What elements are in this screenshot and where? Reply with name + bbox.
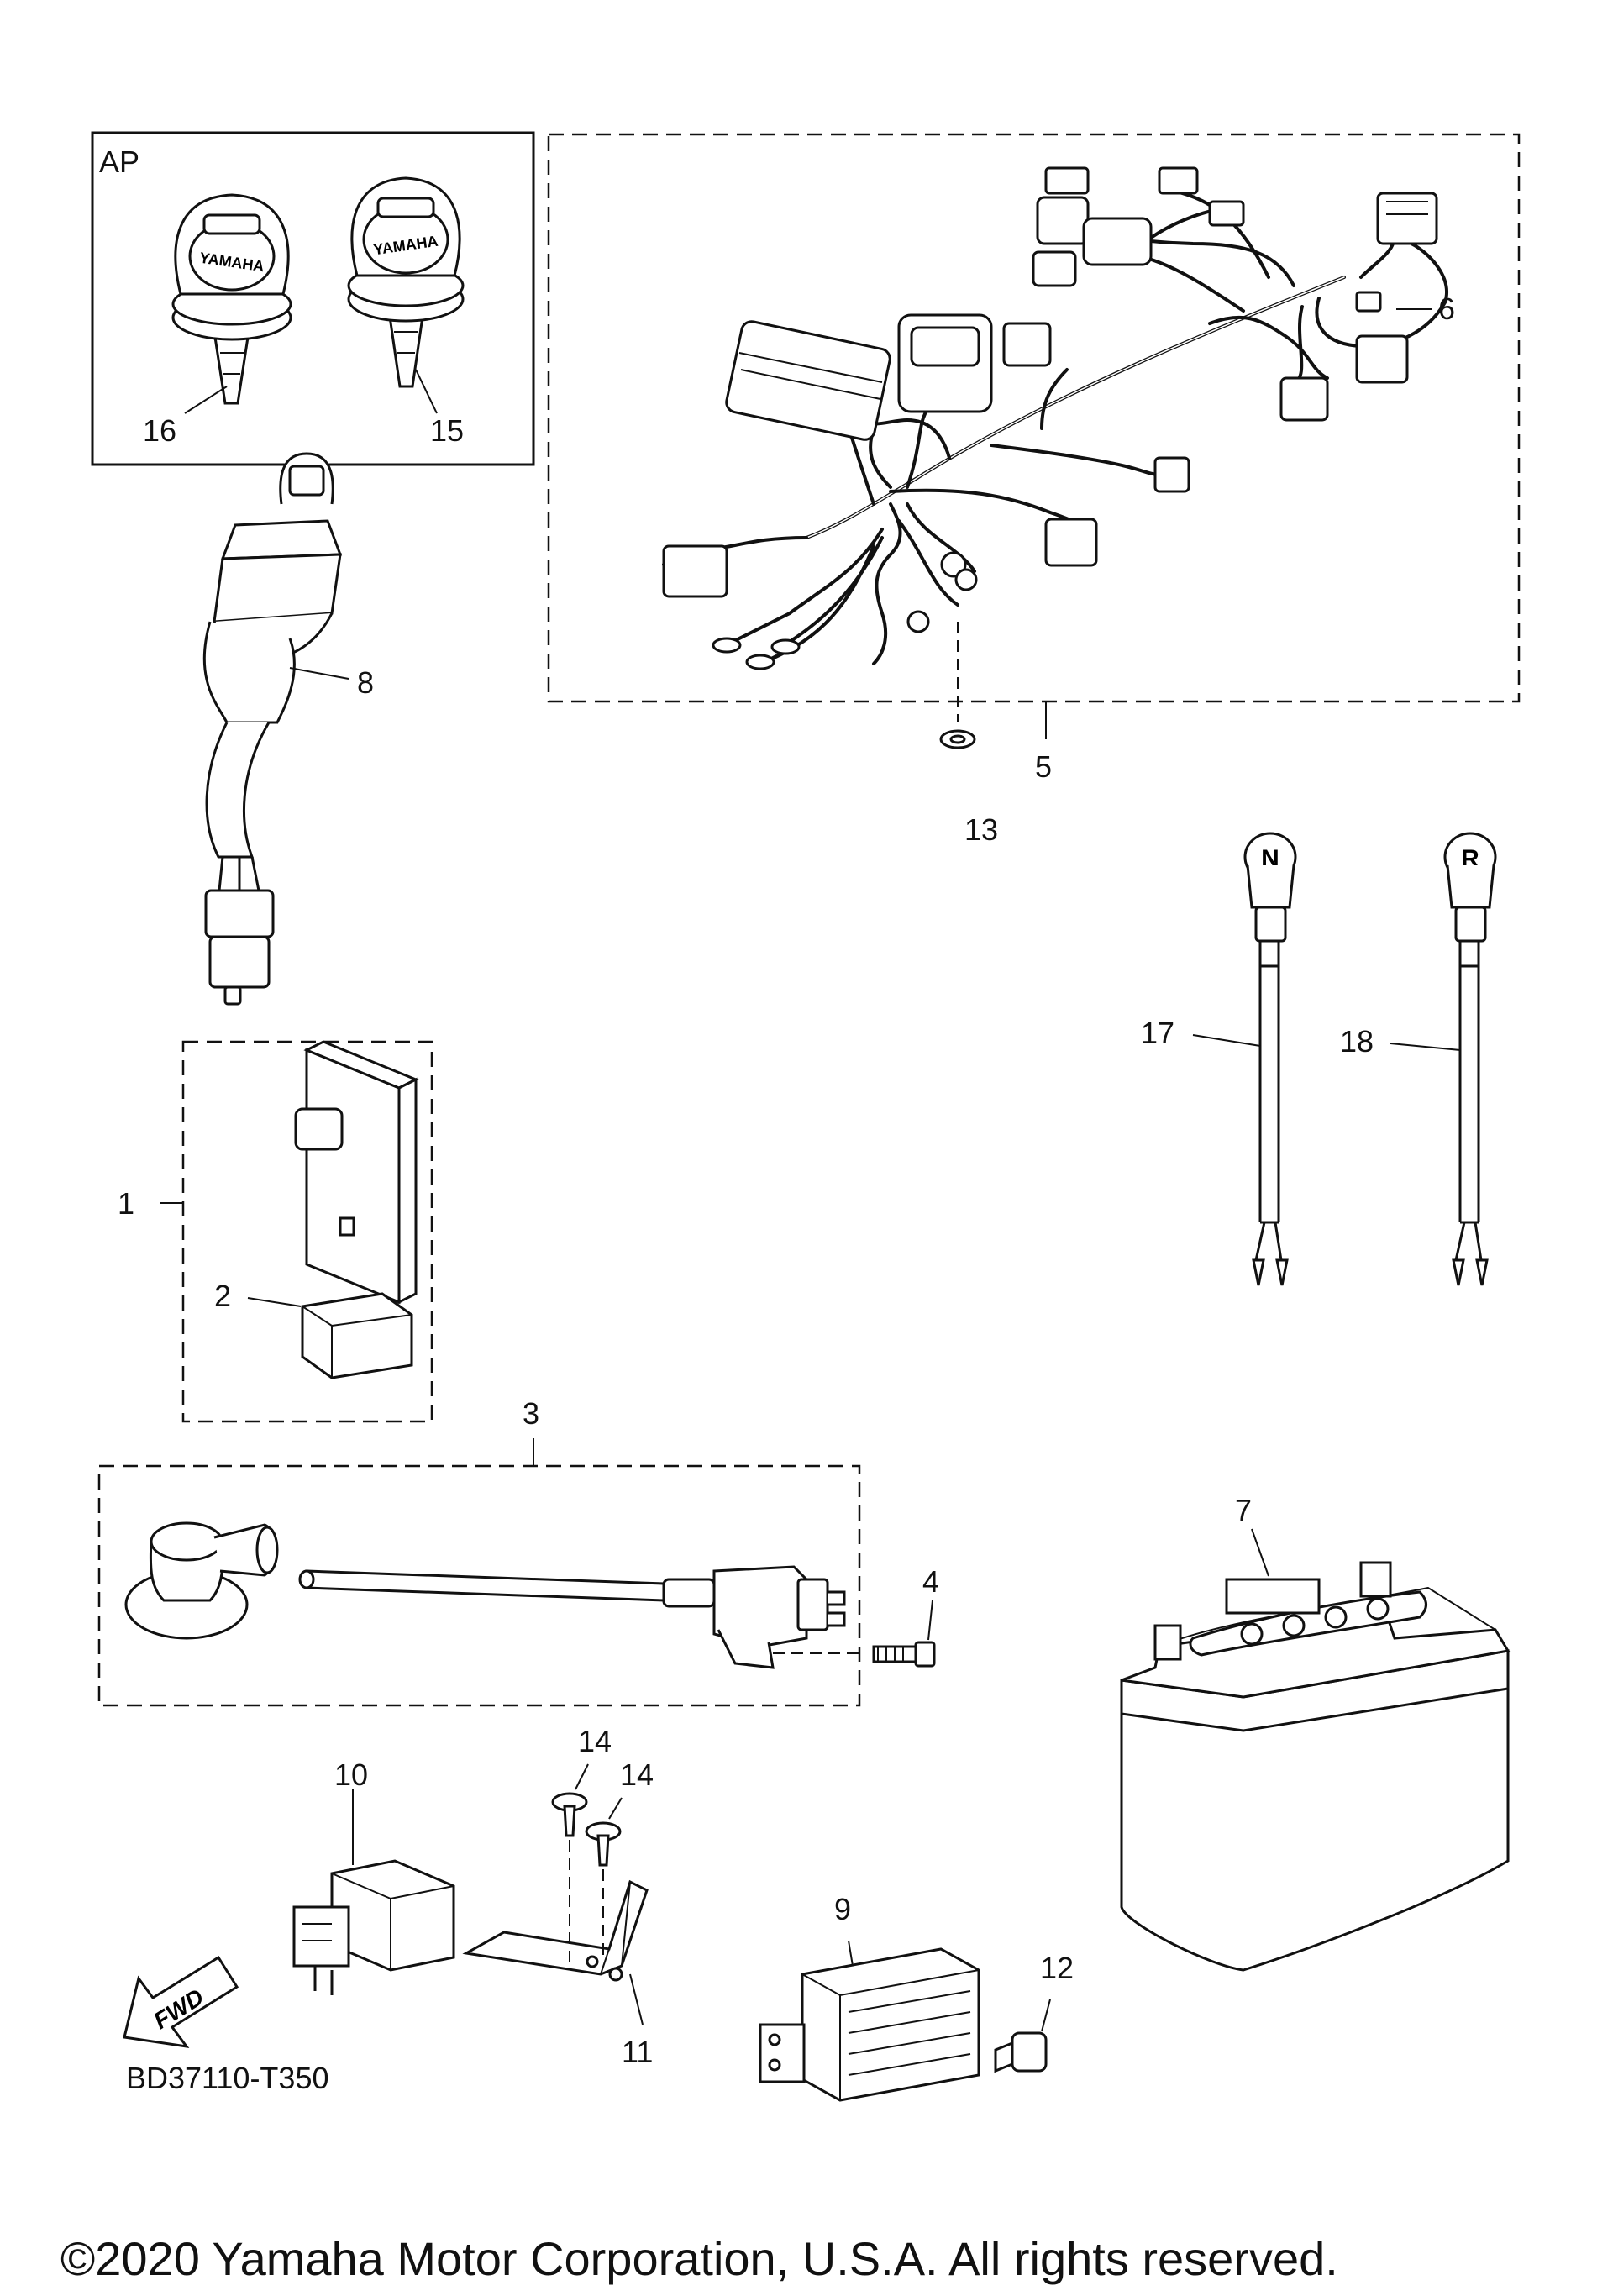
rectifier-9: 9	[759, 1892, 980, 2102]
callout-10: 10	[334, 1757, 368, 1792]
fuse-6	[1355, 291, 1382, 313]
key-16: YAMAHA	[171, 193, 292, 405]
diagram-code: BD37110-T350	[126, 2061, 329, 2095]
ignition-coil-group: 3 4	[97, 1396, 939, 1707]
callout-14-b: 14	[620, 1757, 654, 1792]
screw-14-b: 14	[585, 1757, 654, 1957]
callout-17: 17	[1141, 1016, 1174, 1050]
ignition-coil-3	[712, 1565, 808, 1648]
key-15: YAMAHA	[347, 176, 465, 388]
callout-16: 16	[143, 413, 176, 448]
fwd-arrow-icon: FWD	[123, 1955, 239, 2049]
callout-5: 5	[1035, 749, 1052, 784]
callout-2: 2	[214, 1279, 231, 1313]
ap-inset: AP YAMAHA YAMAHA 16 15	[91, 131, 535, 466]
wire-harness-group: 6 5 13	[547, 133, 1521, 847]
callout-1: 1	[118, 1186, 134, 1221]
neutral-switch-17: N 17	[1141, 832, 1297, 1286]
battery-7: 7	[1120, 1493, 1511, 1972]
coil-dashed-frame	[97, 1464, 861, 1707]
callout-18: 18	[1340, 1024, 1374, 1059]
high-tension-lead	[305, 1569, 665, 1602]
relay-10: 10	[292, 1757, 455, 1995]
cdi-dashed-frame	[181, 1040, 433, 1423]
callout-6: 6	[1438, 292, 1455, 326]
bracket-11: 11	[462, 1879, 653, 2069]
callout-4: 4	[922, 1564, 939, 1599]
ap-inset-label: AP	[99, 144, 139, 179]
main-switch-8: 8	[202, 452, 374, 1006]
harness-dashed-frame	[547, 133, 1521, 703]
callout-12: 12	[1040, 1951, 1074, 1985]
screw-14-a: 14	[551, 1724, 612, 1966]
cdi-unit-1	[305, 1048, 401, 1305]
harness-trunk	[805, 276, 1346, 539]
callout-7: 7	[1235, 1493, 1252, 1527]
reverse-switch-18: R 18	[1340, 832, 1497, 1286]
callout-14-a: 14	[578, 1724, 612, 1758]
callout-8: 8	[357, 665, 374, 700]
callout-11: 11	[622, 2035, 653, 2069]
callout-15: 15	[430, 413, 464, 448]
relay-2	[301, 1292, 413, 1379]
cdi-unit-group: 1 2	[118, 1040, 433, 1423]
harness-connector-large	[725, 320, 891, 441]
callout-3: 3	[523, 1396, 539, 1431]
bolt-12: 12	[994, 1951, 1074, 2073]
callout-13: 13	[964, 812, 998, 847]
copyright-notice: ©2020 Yamaha Motor Corporation, U.S.A. A…	[60, 2232, 1338, 2285]
callout-9: 9	[834, 1892, 851, 1926]
